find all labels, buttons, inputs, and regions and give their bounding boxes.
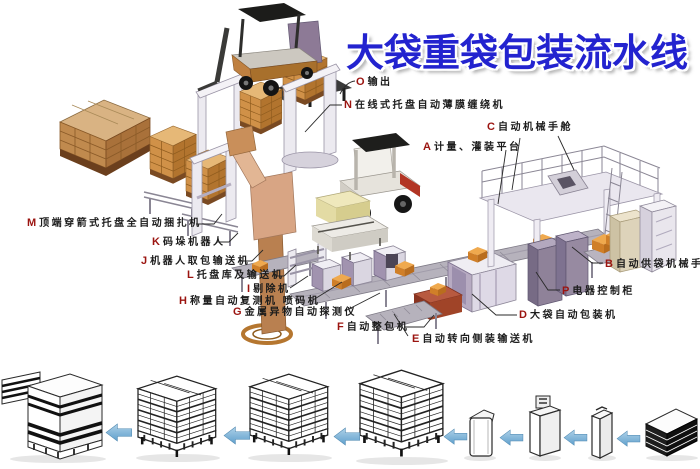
flow-arrow-icon — [443, 428, 468, 445]
empty-bag — [468, 409, 495, 457]
box-pallet-stack — [59, 99, 151, 176]
flow-arrow-icon — [616, 430, 641, 447]
metal-detector — [373, 245, 406, 282]
forklift-middle — [311, 133, 421, 260]
page-title: 大袋重袋包装流水线 — [346, 33, 689, 75]
flow-arrow-icon — [223, 426, 250, 445]
flow-arrow-icon — [499, 429, 524, 446]
flat-bag-stack — [644, 408, 699, 457]
bag-pallet-drawn-1 — [136, 374, 217, 459]
sealed-bag — [590, 406, 614, 459]
stretch-wrapper-output — [1, 371, 104, 460]
bag-filling-station — [528, 395, 562, 457]
palletizing-robot — [225, 125, 297, 345]
turning-conveyor — [365, 300, 443, 344]
flow-arrow-icon — [105, 423, 132, 442]
leader-lines — [196, 80, 603, 337]
bag-pallet-drawn-3 — [358, 368, 445, 458]
flow-arrow-icon — [563, 429, 588, 446]
strapping-machine-frame — [189, 139, 241, 237]
bag-pallet-drawn-2 — [248, 372, 329, 457]
film-wrapping-machine — [281, 63, 341, 175]
forklift-top — [197, 3, 323, 96]
flow-arrow-icon — [333, 427, 360, 446]
control-cabinets — [527, 230, 589, 307]
right-cabinets — [609, 199, 678, 273]
